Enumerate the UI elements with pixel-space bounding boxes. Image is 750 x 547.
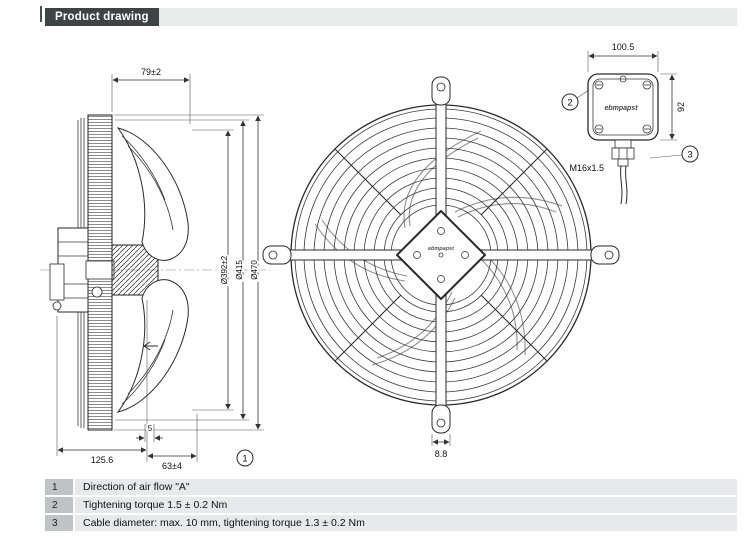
legend-row-text: Direction of air flow "A" [75, 479, 737, 495]
grille-struts [334, 148, 548, 362]
svg-text:100.5: 100.5 [612, 42, 635, 52]
section-header-strip [45, 8, 737, 26]
dim-depth-top: 79±2 [111, 66, 191, 124]
legend-row-number: 3 [45, 515, 73, 531]
svg-text:92: 92 [676, 102, 686, 112]
section-title: Product drawing [45, 8, 159, 26]
dim-box-width: 100.5 [587, 41, 659, 72]
legend-table: 1 Direction of air flow "A" 2 Tightening… [45, 479, 737, 531]
table-row: 2 Tightening torque 1.5 ± 0.2 Nm [45, 497, 737, 513]
page-edge-tick [40, 6, 42, 22]
motor-side [49, 227, 115, 313]
dim-bottom: 125.6 63±4 5 [56, 300, 198, 473]
dim-blade-depth: 63±4 [162, 461, 182, 471]
fan-side-view: 79±2 Ø392±2 Ø415 Ø470 [40, 66, 270, 473]
legend-row-number: 1 [45, 479, 73, 495]
motor-hub: ebmpapst [396, 210, 486, 300]
legend-row-text: Tightening torque 1.5 ± 0.2 Nm [75, 497, 737, 513]
dim-lip: 5 [148, 424, 153, 433]
cover-screws [594, 75, 652, 134]
terminal-box-detail: ebmpapst 100.5 92 M16x1.5 [561, 41, 699, 205]
svg-text:1: 1 [242, 454, 247, 465]
thread-label: M16x1.5 [569, 163, 604, 173]
terminal-box-side [49, 263, 65, 301]
dim-outer-diameter: Ø470 [250, 260, 259, 280]
dim-diameters: Ø392±2 Ø415 Ø470 [114, 114, 264, 431]
callout-cover: 2 [561, 89, 590, 111]
shaft-passage [85, 260, 115, 280]
svg-text:8.8: 8.8 [435, 449, 448, 459]
svg-text:79±2: 79±2 [141, 67, 161, 77]
callout-airflow: 1 [236, 449, 254, 467]
box-brand-label: ebmpapst [604, 105, 638, 112]
table-row: 1 Direction of air flow "A" [45, 479, 737, 495]
table-row: 3 Cable diameter: max. 10 mm, tightening… [45, 515, 737, 531]
callout-gland: 3 [649, 145, 699, 163]
cable [620, 165, 623, 205]
dim-tab-offset: 8.8 [431, 434, 451, 461]
svg-text:3: 3 [687, 150, 692, 161]
mounting-hole-side [91, 286, 103, 298]
cable-gland-side [52, 301, 62, 311]
airflow-arrow [143, 341, 158, 351]
dim-blade-diameter: Ø392±2 [220, 255, 229, 284]
legend-row-text: Cable diameter: max. 10 mm, tightening t… [75, 515, 737, 531]
svg-text:2: 2 [567, 98, 572, 109]
product-drawing-canvas: 79±2 Ø392±2 Ø415 Ø470 [40, 41, 699, 473]
dim-ring-diameter: Ø415 [235, 260, 244, 280]
cable-gland [611, 139, 635, 205]
hub-brand-label: ebmpapst [428, 246, 455, 252]
dim-motor-depth: 125.6 [91, 455, 114, 465]
dim-box-height: 92 [660, 73, 688, 141]
mounting-tabs [262, 76, 620, 434]
fan-front-view: ebmpapst 8.8 [262, 76, 620, 461]
legend-row-number: 2 [45, 497, 73, 513]
